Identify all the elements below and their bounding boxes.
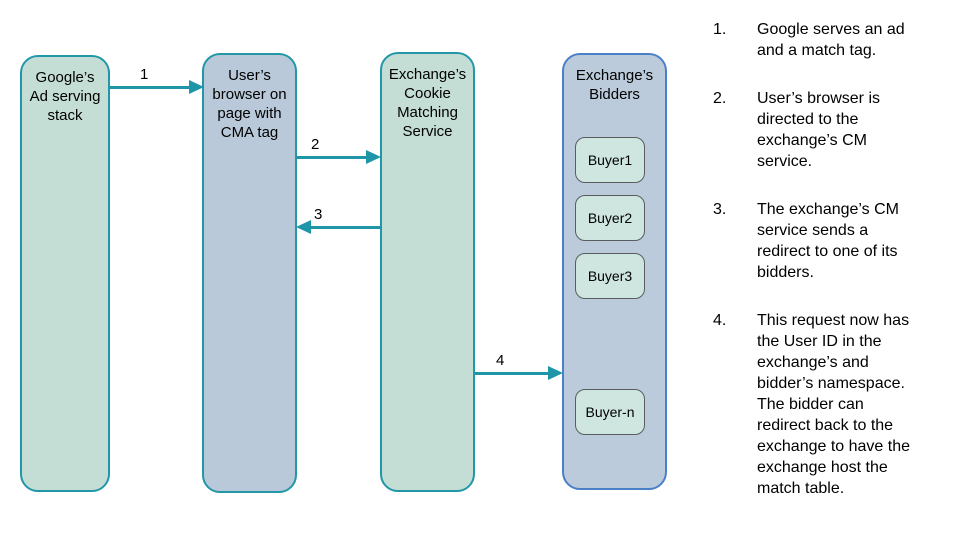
node-user-browser-label: User’s browser on page with CMA tag xyxy=(212,67,287,141)
arrow-step-4-label: 4 xyxy=(496,352,505,369)
node-buyer-1-label: Buyer1 xyxy=(587,152,633,168)
node-buyer-2-label: Buyer2 xyxy=(587,210,633,226)
step-1-text: Google serves an ad and a match tag. xyxy=(757,21,905,59)
node-buyer-3-label: Buyer3 xyxy=(587,268,633,284)
node-google-ad-stack: Google’s Ad serving stack xyxy=(20,55,110,492)
step-4-text: This request now has the User ID in the … xyxy=(757,312,911,497)
step-2-number: 2. xyxy=(713,90,727,107)
arrow-line xyxy=(475,371,549,375)
node-google-ad-stack-label: Google’s Ad serving stack xyxy=(29,69,101,124)
arrow-step-1-label: 1 xyxy=(140,66,149,83)
arrow-step-2-label: 2 xyxy=(311,136,320,153)
step-1-number: 1. xyxy=(713,21,727,38)
arrow-line xyxy=(110,85,190,89)
node-exchange-bidders: Exchange’s Bidders Buyer1 Buyer2 Buyer3 … xyxy=(562,53,667,490)
node-cookie-matching-service-label: Exchange’s Cookie Matching Service xyxy=(388,66,467,140)
node-exchange-bidders-label: Exchange’s Bidders xyxy=(575,67,654,103)
step-item-1: 1. Google serves an ad and a match tag. xyxy=(713,19,951,61)
node-buyer-3: Buyer3 xyxy=(575,253,645,299)
arrowhead-right-icon xyxy=(189,80,204,94)
step-3-number: 3. xyxy=(713,201,727,218)
step-item-2: 2. User’s browser is directed to the exc… xyxy=(713,88,951,172)
node-cookie-matching-service: Exchange’s Cookie Matching Service xyxy=(380,52,475,492)
arrow-step-3-label: 3 xyxy=(314,206,323,223)
node-buyer-1: Buyer1 xyxy=(575,137,645,183)
step-item-3: 3. The exchange’s CM service sends a red… xyxy=(713,199,951,283)
step-4-number: 4. xyxy=(713,312,727,329)
node-buyer-n-label: Buyer-n xyxy=(585,404,635,420)
arrowhead-right-icon xyxy=(548,366,563,380)
node-buyer-2: Buyer2 xyxy=(575,195,645,241)
node-user-browser: User’s browser on page with CMA tag xyxy=(202,53,297,493)
step-2-text: User’s browser is directed to the exchan… xyxy=(757,90,880,170)
arrow-line xyxy=(310,225,380,229)
arrowhead-right-icon xyxy=(366,150,381,164)
steps-list: 1. Google serves an ad and a match tag. … xyxy=(713,19,951,526)
step-item-4: 4. This request now has the User ID in t… xyxy=(713,310,951,499)
node-buyer-n: Buyer-n xyxy=(575,389,645,435)
step-3-text: The exchange’s CM service sends a redire… xyxy=(757,201,899,281)
arrowhead-left-icon xyxy=(296,220,311,234)
arrow-line xyxy=(297,155,367,159)
